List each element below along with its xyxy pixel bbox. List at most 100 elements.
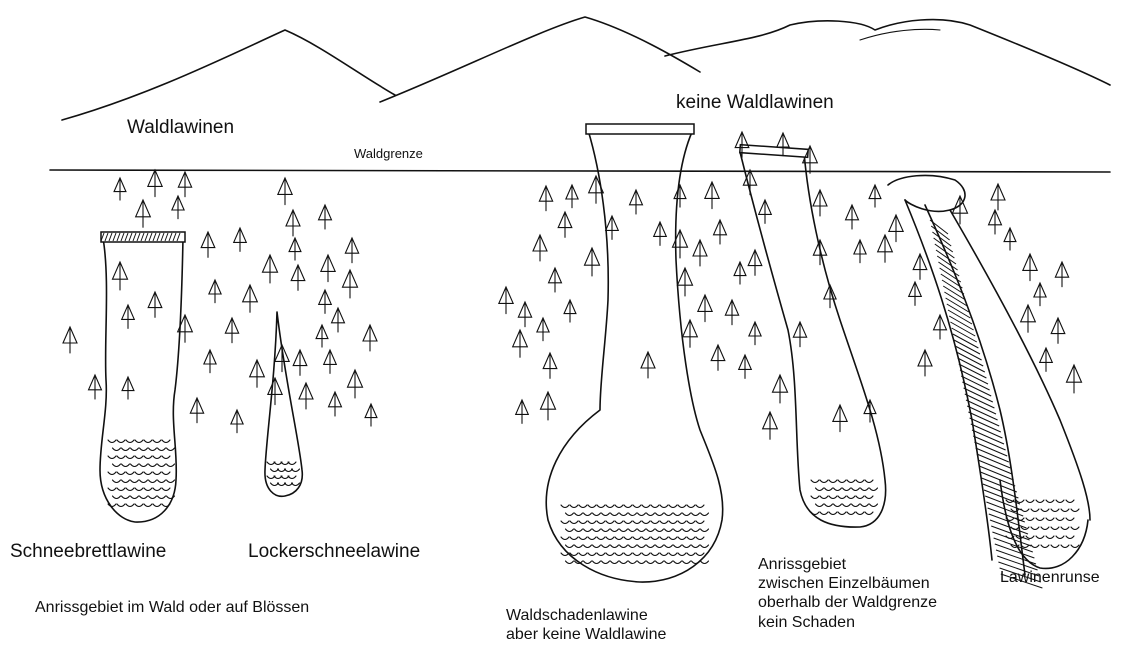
- tree-icon: [934, 315, 947, 339]
- tree-icon: [989, 210, 1002, 234]
- tree-icon: [516, 400, 529, 423]
- tree-icon: [543, 353, 557, 378]
- tree-icon: [533, 235, 547, 261]
- tree-icon: [321, 255, 335, 282]
- scattered-trees-line-3: oberhalb der Waldgrenze: [758, 593, 937, 612]
- tree-icon: [693, 240, 707, 266]
- tree-icon: [846, 205, 859, 229]
- tree-icon: [1066, 365, 1081, 393]
- tree-icon: [324, 350, 337, 373]
- tree-icon: [63, 327, 77, 353]
- tree-icon: [683, 320, 698, 347]
- tree-icon: [952, 196, 967, 224]
- tree-icon: [363, 325, 377, 351]
- tree-icon: [319, 205, 332, 229]
- tree-icon: [518, 302, 531, 327]
- tree-icon: [329, 392, 342, 416]
- tree-icon: [204, 350, 216, 373]
- tree-icon: [549, 268, 562, 292]
- tree-icon: [1034, 283, 1046, 306]
- tree-icon: [190, 398, 203, 423]
- tree-icon: [566, 185, 578, 208]
- tree-icon: [136, 200, 151, 227]
- tree-icon: [342, 270, 357, 298]
- forest: [63, 132, 1082, 439]
- loose-snow-avalanche-path: [265, 312, 302, 496]
- mountain-silhouette-icon: [62, 17, 1110, 120]
- tree-icon: [869, 185, 881, 207]
- tree-icon: [1021, 305, 1036, 332]
- tree-icon: [909, 282, 922, 305]
- tree-icon: [725, 300, 738, 325]
- tree-icon: [641, 352, 655, 378]
- scattered-trees-avalanche-path: [740, 145, 886, 527]
- tree-icon: [889, 215, 903, 242]
- debris-icon: [811, 480, 878, 515]
- forest-damage-line-2: aber keine Waldlawine: [506, 625, 666, 644]
- tree-icon: [1004, 228, 1016, 250]
- loose-snow-avalanche-label: Lockerschneelawine: [248, 541, 420, 564]
- tree-icon: [231, 410, 243, 433]
- tree-icon: [122, 377, 134, 399]
- tree-icon: [1055, 262, 1068, 287]
- tree-icon: [250, 360, 265, 387]
- tree-icon: [793, 322, 806, 347]
- debris-icon: [108, 440, 175, 507]
- forest-damage-avalanche-label: Waldschadenlawine aber keine Waldlawine: [506, 606, 666, 644]
- tree-icon: [564, 300, 576, 322]
- tree-icon: [918, 350, 932, 376]
- tree-icon: [112, 262, 127, 290]
- tree-icon: [178, 172, 191, 197]
- debris-icon: [267, 462, 300, 486]
- forest-damage-line-1: Waldschadenlawine: [506, 606, 666, 625]
- tree-icon: [537, 318, 549, 341]
- release-zone-forest-label: Anrissgebiet im Wald oder auf Blössen: [35, 598, 309, 617]
- tree-icon: [291, 265, 305, 290]
- scattered-trees-line-1: Anrissgebiet: [758, 555, 937, 574]
- tree-icon: [674, 185, 686, 207]
- tree-icon: [714, 220, 727, 244]
- tree-icon: [540, 392, 555, 420]
- tree-line-label: Waldgrenze: [354, 146, 423, 162]
- tree-icon: [345, 238, 358, 263]
- tree-icon: [739, 355, 752, 378]
- avalanche-gully-label: Lawinenrunse: [1000, 568, 1100, 587]
- tree-icon: [1023, 254, 1037, 281]
- tree-icon: [278, 178, 292, 205]
- tree-icon: [201, 232, 215, 257]
- tree-icon: [711, 345, 725, 370]
- debris-icon: [561, 505, 709, 564]
- fracture-line-icon: [740, 145, 808, 158]
- tree-icon: [991, 184, 1005, 210]
- tree-icon: [286, 210, 300, 236]
- tree-icon: [1040, 348, 1053, 371]
- tree-icon: [365, 404, 377, 426]
- slab-avalanche-label: Schneebrettlawine: [10, 541, 166, 564]
- tree-icon: [878, 235, 893, 262]
- fracture-line-icon: [586, 124, 694, 134]
- tree-icon: [854, 240, 866, 263]
- slab-avalanche-path: [100, 232, 185, 522]
- tree-icon: [172, 196, 184, 219]
- tree-icon: [864, 400, 876, 422]
- scattered-trees-line-2: zwischen Einzelbäumen: [758, 574, 937, 593]
- scattered-trees-release-label: Anrissgebiet zwischen Einzelbäumen oberh…: [758, 555, 937, 632]
- no-forest-avalanche-label: keine Waldlawinen: [676, 92, 834, 115]
- tree-icon: [763, 412, 778, 439]
- tree-icon: [606, 216, 619, 239]
- tree-icon: [584, 248, 599, 276]
- tree-icon: [319, 290, 332, 313]
- tree-icon: [289, 238, 301, 260]
- tree-icon: [539, 186, 552, 211]
- tree-icon: [772, 375, 787, 403]
- tree-icon: [332, 308, 345, 332]
- tree-icon: [243, 285, 258, 312]
- tree-icon: [677, 268, 692, 296]
- tree-icon: [225, 318, 238, 343]
- tree-icon: [234, 228, 247, 251]
- tree-icon: [734, 262, 746, 284]
- scattered-trees-line-4: kein Schaden: [758, 613, 937, 632]
- tree-icon: [275, 345, 289, 372]
- tree-icon: [513, 330, 528, 357]
